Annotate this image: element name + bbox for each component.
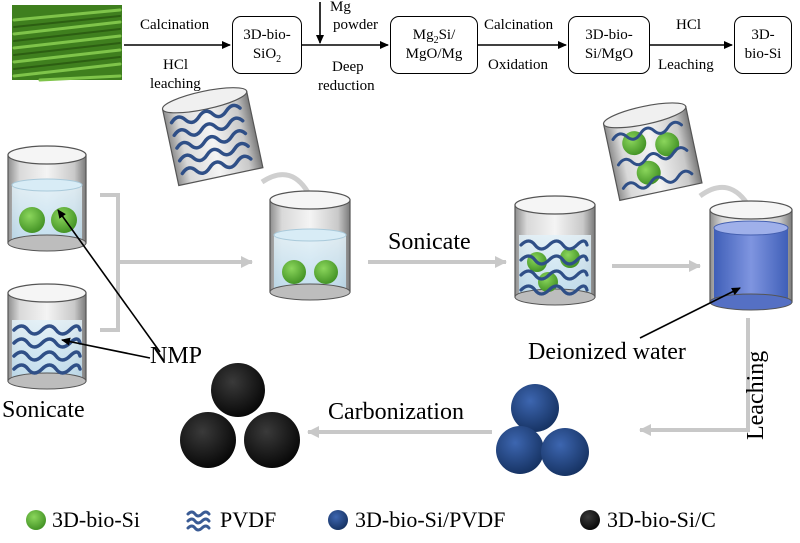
composite-particles (496, 384, 589, 476)
legend-icon-pvdf (186, 510, 211, 532)
label-sonicate-left: Sonicate (2, 397, 85, 423)
step4-label-top: HCl (676, 17, 702, 33)
legend-label-composite: 3D-bio-Si/PVDF (355, 507, 506, 532)
step4-label-bottom: Leaching (658, 57, 714, 73)
pour-stream-1 (260, 172, 313, 198)
nmp-pointer-top (57, 209, 161, 353)
label-carbonization: Carbonization (328, 399, 464, 425)
step1-label-top: Calcination (140, 17, 210, 33)
legend-icon-carbon (580, 510, 600, 530)
step3-label-bottom: Oxidation (488, 57, 548, 73)
bamboo-photo (12, 5, 122, 82)
step1-label-bottom-1: HCl (163, 57, 189, 73)
beaker-composite (514, 195, 596, 306)
beaker-si-nmp (7, 145, 87, 252)
legend-label-carbon: 3D-bio-Si/C (607, 507, 716, 532)
step1-label-bottom-2: leaching (150, 76, 201, 92)
step2-label-top-2: powder (333, 17, 378, 33)
beaker-deionized-water (709, 200, 793, 311)
legend-icon-si (26, 510, 46, 530)
label-nmp: NMP (150, 343, 203, 369)
step2-label-top-1: Mg (330, 0, 351, 15)
box-3d-bio-sio2: 3D-bio- SiO2 (232, 16, 302, 74)
leaching-arrow (639, 318, 750, 436)
merge-bracket (100, 193, 120, 332)
nmp-pointer-bottom (61, 337, 151, 359)
beaker-mixing (269, 190, 351, 301)
box-3d-bio-si: 3D- bio-Si (734, 16, 792, 74)
pouring-beaker-composite (602, 102, 703, 202)
box-3d-bio-si-mgo: 3D-bio- Si/MgO (568, 16, 650, 74)
pouring-beaker-pvdf (161, 87, 264, 187)
legend-label-si: 3D-bio-Si (52, 507, 140, 532)
beaker-pvdf-nmp (7, 283, 87, 390)
deionized-pointer (639, 287, 741, 339)
legend-icons (26, 510, 600, 532)
label-sonicate-mid: Sonicate (388, 229, 471, 255)
step3-label-top: Calcination (484, 17, 554, 33)
box-mg2si-mgo-mg: Mg2Si/ MgO/Mg (390, 16, 478, 74)
legend-label-pvdf: PVDF (220, 507, 277, 532)
legend-icon-composite (328, 510, 348, 530)
label-leaching: Leaching (743, 350, 769, 440)
carbon-particles (180, 363, 300, 468)
step2-label-bottom-1: Deep (332, 59, 364, 75)
label-deionized-water: Deionized water (528, 339, 686, 365)
step2-label-bottom-2: reduction (318, 78, 375, 94)
